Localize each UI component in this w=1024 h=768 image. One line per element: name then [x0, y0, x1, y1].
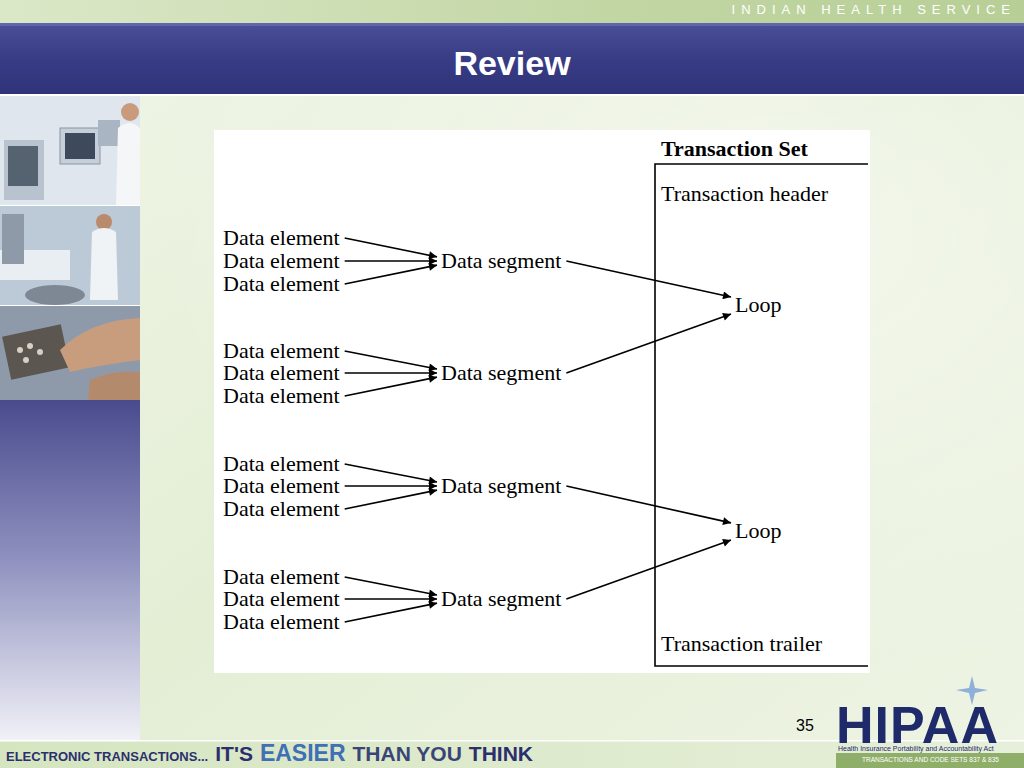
arrow-connector	[345, 351, 437, 369]
photo-strip	[0, 96, 140, 400]
arrow-connector	[345, 265, 437, 284]
data-segment-node: Data segment	[441, 249, 561, 272]
node-text: Data element	[223, 565, 340, 588]
diagram-panel	[214, 130, 870, 673]
arrow-connector	[345, 603, 437, 622]
bracket-item: Transaction header	[661, 181, 828, 206]
data-element-node: Data element	[223, 339, 340, 362]
data-element-node: Data element	[223, 474, 340, 497]
bracket-item: Transaction trailer	[661, 631, 822, 656]
data-element-node: Data element	[223, 384, 340, 407]
page-number: 35	[796, 717, 814, 735]
data-element-node: Data element	[223, 249, 340, 272]
node-text: Data segment	[441, 587, 561, 610]
arrow-connector	[345, 238, 437, 257]
data-segment-node: Data segment	[441, 361, 561, 384]
node-text: Data element	[223, 249, 340, 272]
tagline-text: EASIER	[260, 741, 346, 766]
data-element-node: Data element	[223, 587, 340, 610]
arrow-connector	[345, 490, 437, 509]
arrow-connector	[345, 372, 437, 374]
slide-title: Review	[0, 44, 1024, 83]
arrow-connector	[345, 377, 437, 396]
tagline-text: IT'S	[215, 742, 253, 765]
tagline-text: THINK	[469, 742, 533, 765]
node-text: Data element	[223, 384, 340, 407]
arrow-connector	[345, 598, 437, 600]
node-text: Data element	[223, 272, 340, 295]
node-text: Loop	[735, 519, 781, 542]
data-element-node: Data element	[223, 610, 340, 633]
arrow-connector	[345, 577, 437, 595]
node-text: Data element	[223, 610, 340, 633]
arrow-connector	[566, 314, 731, 373]
transaction-set-bracket	[655, 164, 868, 666]
logo-band-text: TRANSACTIONS AND CODE SETS 837 & 835	[862, 757, 999, 764]
loop-node: Loop	[735, 519, 781, 542]
logo-subtitle: Health Insurance Portability and Account…	[838, 745, 994, 752]
tagline-bar: ELECTRONIC TRANSACTIONS... IT'S EASIER THAN…	[6, 741, 533, 768]
node-text: Data element	[223, 361, 340, 384]
node-text: Data segment	[441, 249, 561, 272]
bracket-heading: Transaction Set	[661, 136, 808, 161]
node-text: Data element	[223, 587, 340, 610]
data-element-node: Data element	[223, 272, 340, 295]
tagline-text: THAN YOU	[353, 742, 462, 765]
arrow-connector	[566, 261, 731, 297]
hipaa-band	[836, 753, 1024, 768]
arrow-connector	[345, 485, 437, 487]
node-text: Data element	[223, 474, 340, 497]
node-text: Data element	[223, 339, 340, 362]
logo-wordmark: HIPAA	[836, 699, 999, 751]
node-text: Loop	[735, 293, 781, 316]
arrow-connector	[566, 540, 731, 599]
tagline-text: ELECTRONIC TRANSACTIONS...	[6, 750, 208, 764]
data-element-node: Data element	[223, 226, 340, 249]
node-text: Data element	[223, 497, 340, 520]
data-segment-node: Data segment	[441, 474, 561, 497]
organization-name: INDIAN HEALTH SERVICE	[732, 3, 1016, 18]
node-text: Data segment	[441, 474, 561, 497]
loop-node: Loop	[735, 293, 781, 316]
data-element-node: Data element	[223, 497, 340, 520]
arrow-connector	[345, 464, 437, 482]
data-element-node: Data element	[223, 565, 340, 588]
node-text: Data element	[223, 226, 340, 249]
data-element-node: Data element	[223, 361, 340, 384]
arrow-connector	[566, 486, 731, 523]
data-element-node: Data element	[223, 452, 340, 475]
data-segment-node: Data segment	[441, 587, 561, 610]
node-text: Data element	[223, 452, 340, 475]
node-text: Data segment	[441, 361, 561, 384]
arrow-connector	[345, 260, 437, 262]
